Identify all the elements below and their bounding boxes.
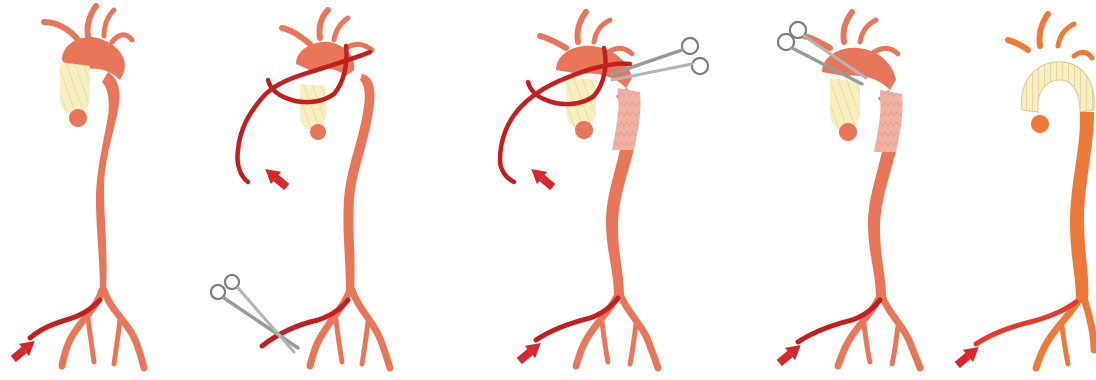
panel-4 <box>774 12 920 369</box>
flow-arrow <box>8 335 40 365</box>
ascending-graft <box>300 84 326 130</box>
iliac-arteries <box>576 294 658 368</box>
repaired-arch-graft <box>1021 62 1094 112</box>
aortic-root <box>310 124 326 140</box>
aortic-root <box>839 123 857 141</box>
panel-1 <box>8 6 144 368</box>
iliac-arteries <box>62 290 144 368</box>
descending-aorta <box>1070 112 1094 300</box>
iliac-arteries <box>310 290 390 368</box>
supra-aortic-branches <box>804 12 898 54</box>
stent-graft <box>874 90 903 152</box>
panel-5 <box>952 14 1094 371</box>
flow-arrow <box>514 337 546 367</box>
ascending-graft <box>60 62 90 114</box>
flow-arrow <box>260 163 292 193</box>
supra-aortic-branches <box>1008 14 1092 58</box>
descending-aorta <box>96 72 120 292</box>
aortic-root <box>69 109 87 127</box>
flow-arrow <box>774 339 806 369</box>
flow-arrow <box>526 163 558 193</box>
clamp-icon <box>211 275 298 352</box>
aortic-root <box>575 121 593 139</box>
flow-arrow <box>952 341 984 371</box>
stent-graft <box>612 88 641 150</box>
panel-3 <box>500 12 708 368</box>
ascending-graft <box>830 78 860 130</box>
aortic-root <box>1031 115 1049 133</box>
panel-2 <box>211 10 390 368</box>
supra-aortic-branches <box>44 6 132 42</box>
axillary-cannula <box>500 64 630 182</box>
iliac-arteries <box>838 296 920 368</box>
descending-aorta <box>343 74 374 292</box>
